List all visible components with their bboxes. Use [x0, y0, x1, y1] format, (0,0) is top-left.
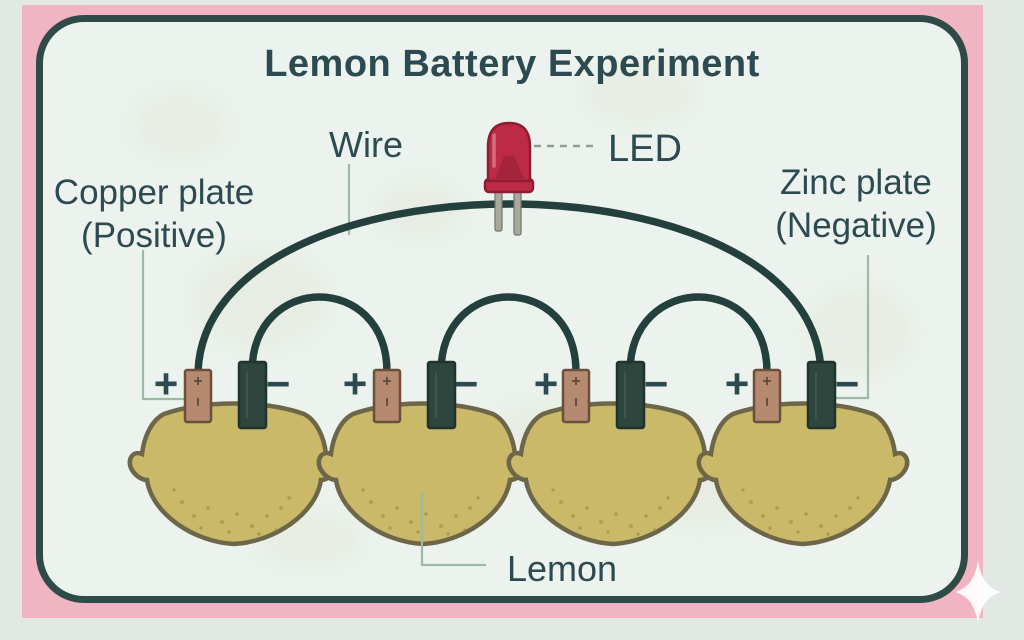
- minus-sign-3: −: [643, 360, 669, 407]
- led-leg-left: [494, 189, 503, 232]
- plus-sign-2: +: [342, 360, 368, 407]
- copper-plate-4: [752, 368, 782, 424]
- diagram-title: Lemon Battery Experiment: [264, 43, 760, 85]
- copper-plate-label-line2: (Positive): [81, 216, 227, 256]
- zinc-plate-1: [237, 360, 268, 430]
- led-label: LED: [608, 128, 682, 170]
- zinc-plate-label-line1: Zinc plate: [780, 163, 932, 202]
- minus-sign-1: −: [265, 360, 291, 407]
- led-leg-right: [513, 189, 522, 236]
- copper-plate-label: Copper plate (Positive): [54, 171, 254, 258]
- copper-plate-1: [183, 368, 213, 424]
- zinc-plate-2: [426, 360, 457, 430]
- wire-arc-3: [626, 293, 771, 376]
- sparkle-icon: [955, 561, 1001, 623]
- wire-label: Wire: [329, 124, 403, 165]
- zinc-plate-4: [806, 360, 837, 430]
- lemon-leader-line: [420, 493, 486, 567]
- plus-sign-1: +: [153, 360, 179, 407]
- lemon-label: Lemon: [506, 548, 618, 589]
- copper-plate-2: [372, 368, 402, 424]
- copper-leader-line: [141, 250, 185, 401]
- wire-main-arc: [194, 200, 825, 376]
- wire-arc-1: [248, 293, 391, 376]
- plus-sign-4: +: [724, 360, 750, 407]
- zinc-plate-3: [615, 360, 646, 430]
- led-dome-shade: [495, 156, 524, 179]
- minus-sign-4: −: [834, 360, 860, 407]
- zinc-plate-label: Zinc plate (Negative): [775, 161, 936, 248]
- plus-sign-3: +: [533, 360, 559, 407]
- wire-arc-2: [437, 293, 580, 376]
- minus-sign-2: −: [453, 360, 479, 407]
- copper-plate-3: [561, 368, 591, 424]
- led: [483, 121, 535, 236]
- zinc-plate-label-line2: (Negative): [775, 206, 937, 246]
- zinc-leader-line: [836, 255, 870, 400]
- copper-plate-label-line1: Copper plate: [53, 173, 255, 212]
- led-dome: [486, 121, 532, 183]
